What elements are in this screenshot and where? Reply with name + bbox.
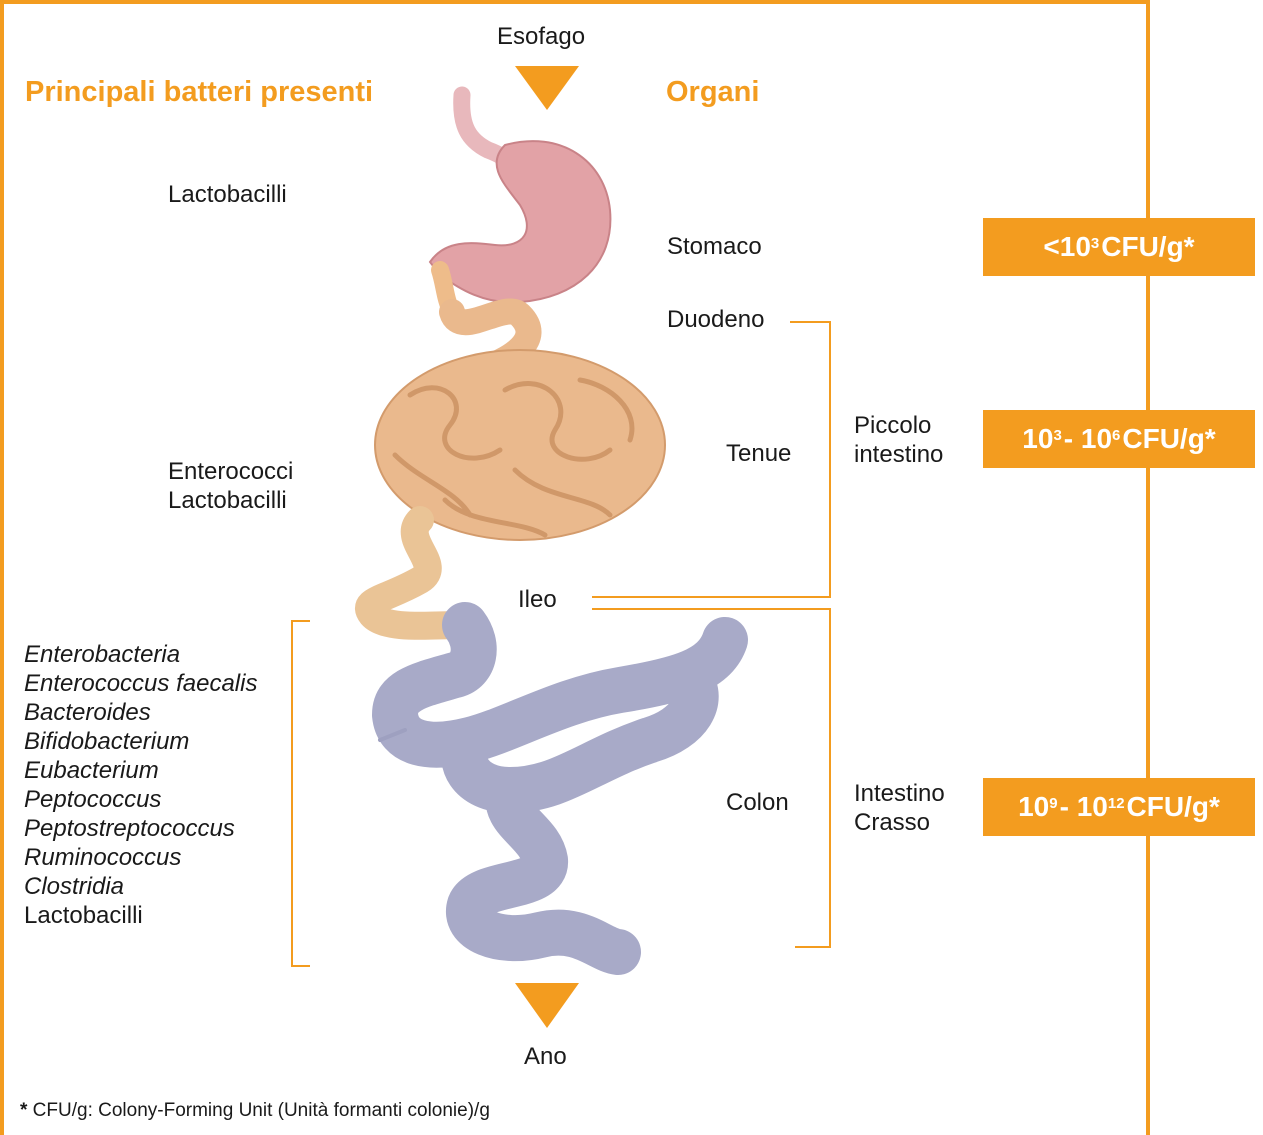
colon-label: Colon [726, 788, 789, 817]
list-item: Bifidobacterium [24, 727, 257, 756]
anus-label: Ano [524, 1042, 567, 1071]
list-item: Peptostreptococcus [24, 814, 257, 843]
organs-heading: Organi [666, 76, 759, 109]
small-intestine-bacteria-2: Lactobacilli [168, 486, 287, 515]
arrow-bottom-icon [515, 983, 579, 1028]
list-item: Ruminococcus [24, 843, 257, 872]
jejunum-label: Tenue [726, 439, 791, 468]
bacteria-heading: Principali batteri presenti [25, 76, 373, 109]
ileum-shape [369, 520, 460, 626]
ileum-label: Ileo [518, 585, 557, 614]
small-intestine-group-line2: intestino [854, 440, 943, 469]
footnote: * CFU/g: Colony-Forming Unit (Unità form… [20, 1100, 490, 1122]
list-item: Lactobacilli [24, 901, 257, 930]
colon-bacteria-bracket [292, 621, 310, 966]
stomach-bacteria: Lactobacilli [168, 180, 287, 209]
large-intestine-group-line2: Crasso [854, 808, 930, 837]
stomach-label: Stomaco [667, 232, 762, 261]
small-intestine-bacteria-1: Enterococci [168, 457, 293, 486]
list-item: Bacteroides [24, 698, 257, 727]
list-item: Enterococcus faecalis [24, 669, 257, 698]
large-intestine-group-line1: Intestino [854, 779, 945, 808]
list-item: Enterobacteria [24, 640, 257, 669]
colon-bacteria-list: Enterobacteria Enterococcus faecalis Bac… [24, 640, 257, 930]
list-item: Clostridia [24, 872, 257, 901]
arrow-top-icon [515, 66, 579, 110]
list-item: Eubacterium [24, 756, 257, 785]
stomach-shape [430, 141, 610, 302]
small-intestine-group-line1: Piccolo [854, 411, 931, 440]
list-item: Peptococcus [24, 785, 257, 814]
colon-shape [395, 625, 725, 952]
esophagus-label: Esofago [497, 22, 585, 51]
footnote-text: CFU/g: Colony-Forming Unit (Unità forman… [27, 1100, 490, 1121]
duodenum-label: Duodeno [667, 305, 764, 334]
